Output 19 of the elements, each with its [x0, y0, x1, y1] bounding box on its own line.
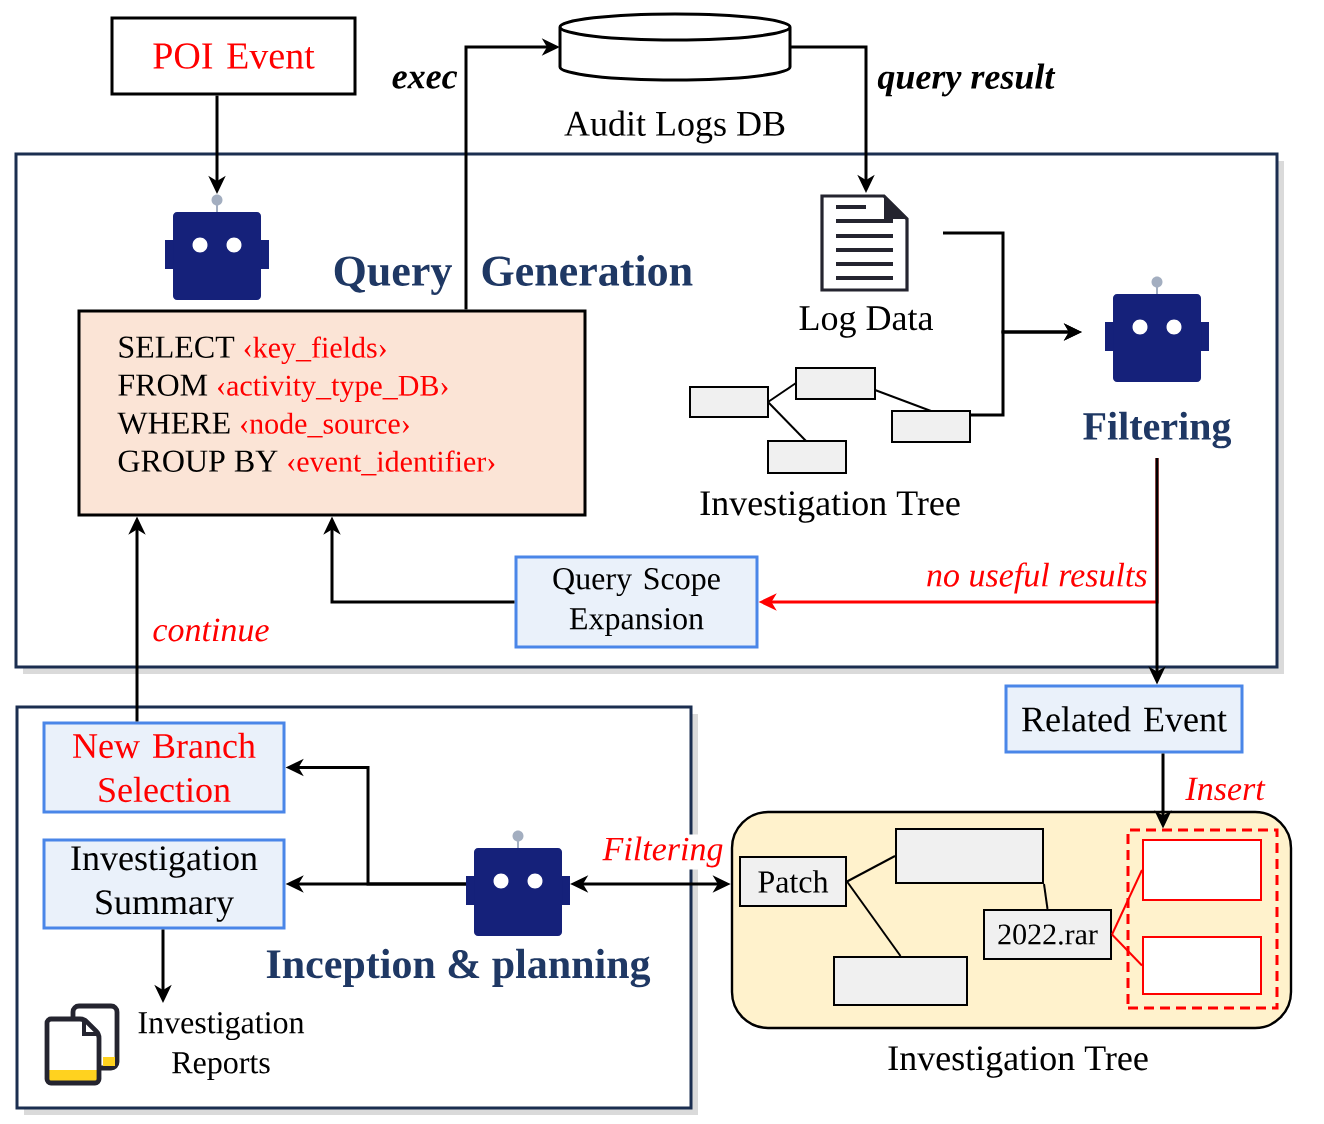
tree-node-box [1142, 936, 1262, 995]
connector-line [846, 855, 896, 883]
tree-node-box [895, 828, 1044, 884]
process-box: Related Event [1004, 684, 1244, 754]
event-box: POI Event [110, 16, 357, 96]
connector-line [846, 880, 902, 957]
tree-node-box [833, 956, 968, 1006]
icon-label: Audit Logs DB [564, 110, 785, 144]
connector-line [1111, 933, 1143, 967]
edge-label: Insert [1183, 775, 1267, 803]
tree-node-box: Patch [739, 856, 847, 907]
tree-node-box: 2022.rar [983, 909, 1112, 960]
edge-label: exec [389, 69, 460, 91]
connector-line [1111, 869, 1143, 936]
node-label: Investigation Tree [888, 1046, 1148, 1078]
connector-line [1043, 883, 1049, 910]
edge-label: query result [875, 61, 1057, 99]
dashed-box [1126, 828, 1279, 1010]
tree-node-box [1142, 839, 1262, 901]
